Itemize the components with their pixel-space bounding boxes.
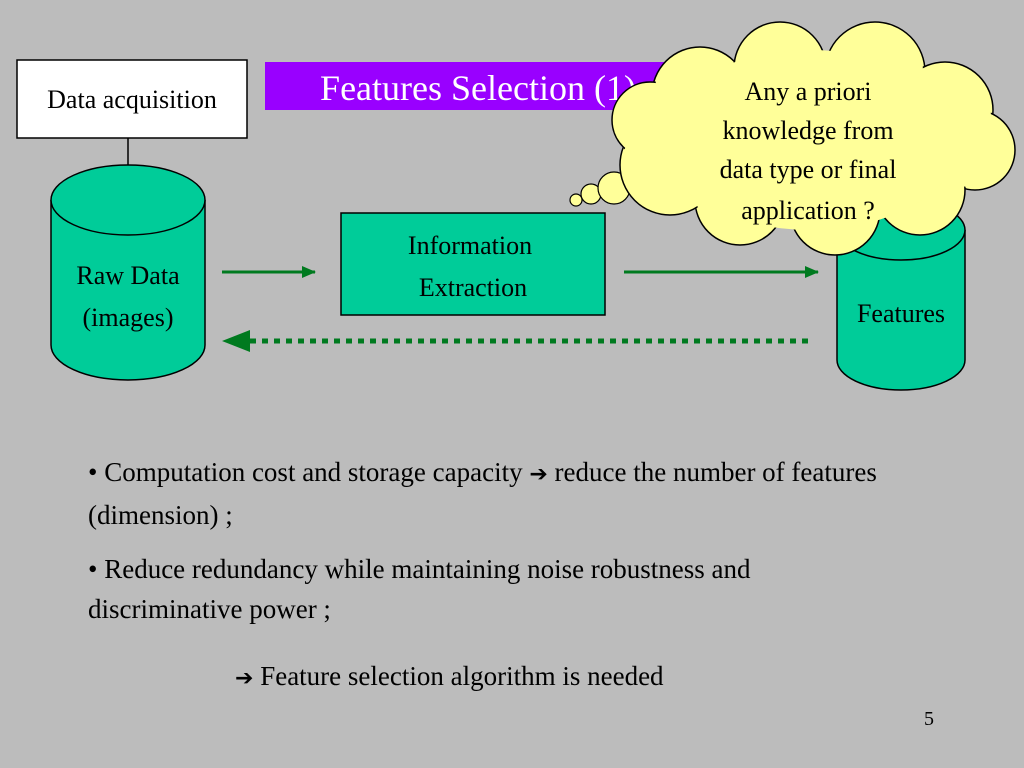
conclusion-line: ➔ Feature selection algorithm is needed [235,656,875,699]
bubble-line-4: application ? [741,196,875,225]
conclusion-text: Feature selection algorithm is needed [253,661,664,691]
cloud-fill-cover [614,24,1013,253]
thought-bubble: Any a priori knowledge from data type or… [569,21,1016,256]
bubble-line-3: data type or final [720,155,897,184]
right-arrow-icon: ➔ [529,462,548,487]
information-extraction-box: Information Extraction [340,212,606,316]
information-extraction-label: Information [408,231,532,260]
bubble-line-2: knowledge from [722,116,893,145]
bullet-text: • Computation cost and storage capacity [88,457,530,487]
feedback-arrow [222,330,808,352]
features-label: Features [857,299,945,328]
bubble-line-1: Any a priori [744,77,871,106]
bullet-item: • Computation cost and storage capacity … [88,452,888,535]
raw-data-label: Raw Data [76,261,180,290]
page-number: 5 [924,708,934,730]
data-acquisition-box: Data acquisition [16,59,248,139]
slide-title: Features Selection (1) [265,62,691,110]
bullet-item: • Reduce redundancy while maintaining no… [88,549,888,629]
bullet-text-continued: reduce the number of features (dimension… [88,457,877,530]
thought-dot-small [569,193,583,207]
data-acquisition-label: Data acquisition [47,85,217,114]
right-arrow-icon: ➔ [235,666,254,691]
information-extraction-sublabel: Extraction [419,273,527,302]
bullet-text: • Reduce redundancy while maintaining no… [88,554,751,624]
raw-data-cylinder: Raw Data (images) [50,164,206,381]
bullet-list: • Computation cost and storage capacity … [88,452,888,643]
raw-data-sublabel: (images) [83,303,174,332]
title-text: Features Selection (1) [320,68,636,108]
